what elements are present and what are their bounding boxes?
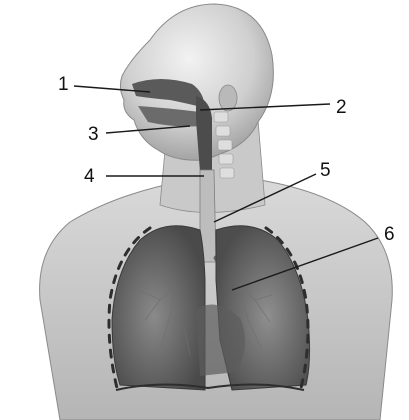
callout-label-6: 6 — [384, 224, 395, 245]
callout-label-3: 3 — [88, 124, 99, 145]
ear — [219, 85, 237, 111]
callout-label-4: 4 — [84, 166, 95, 187]
callout-label-2: 2 — [336, 97, 347, 118]
torso — [40, 180, 393, 420]
callout-label-1: 1 — [58, 74, 69, 95]
callout-label-5: 5 — [320, 160, 331, 181]
